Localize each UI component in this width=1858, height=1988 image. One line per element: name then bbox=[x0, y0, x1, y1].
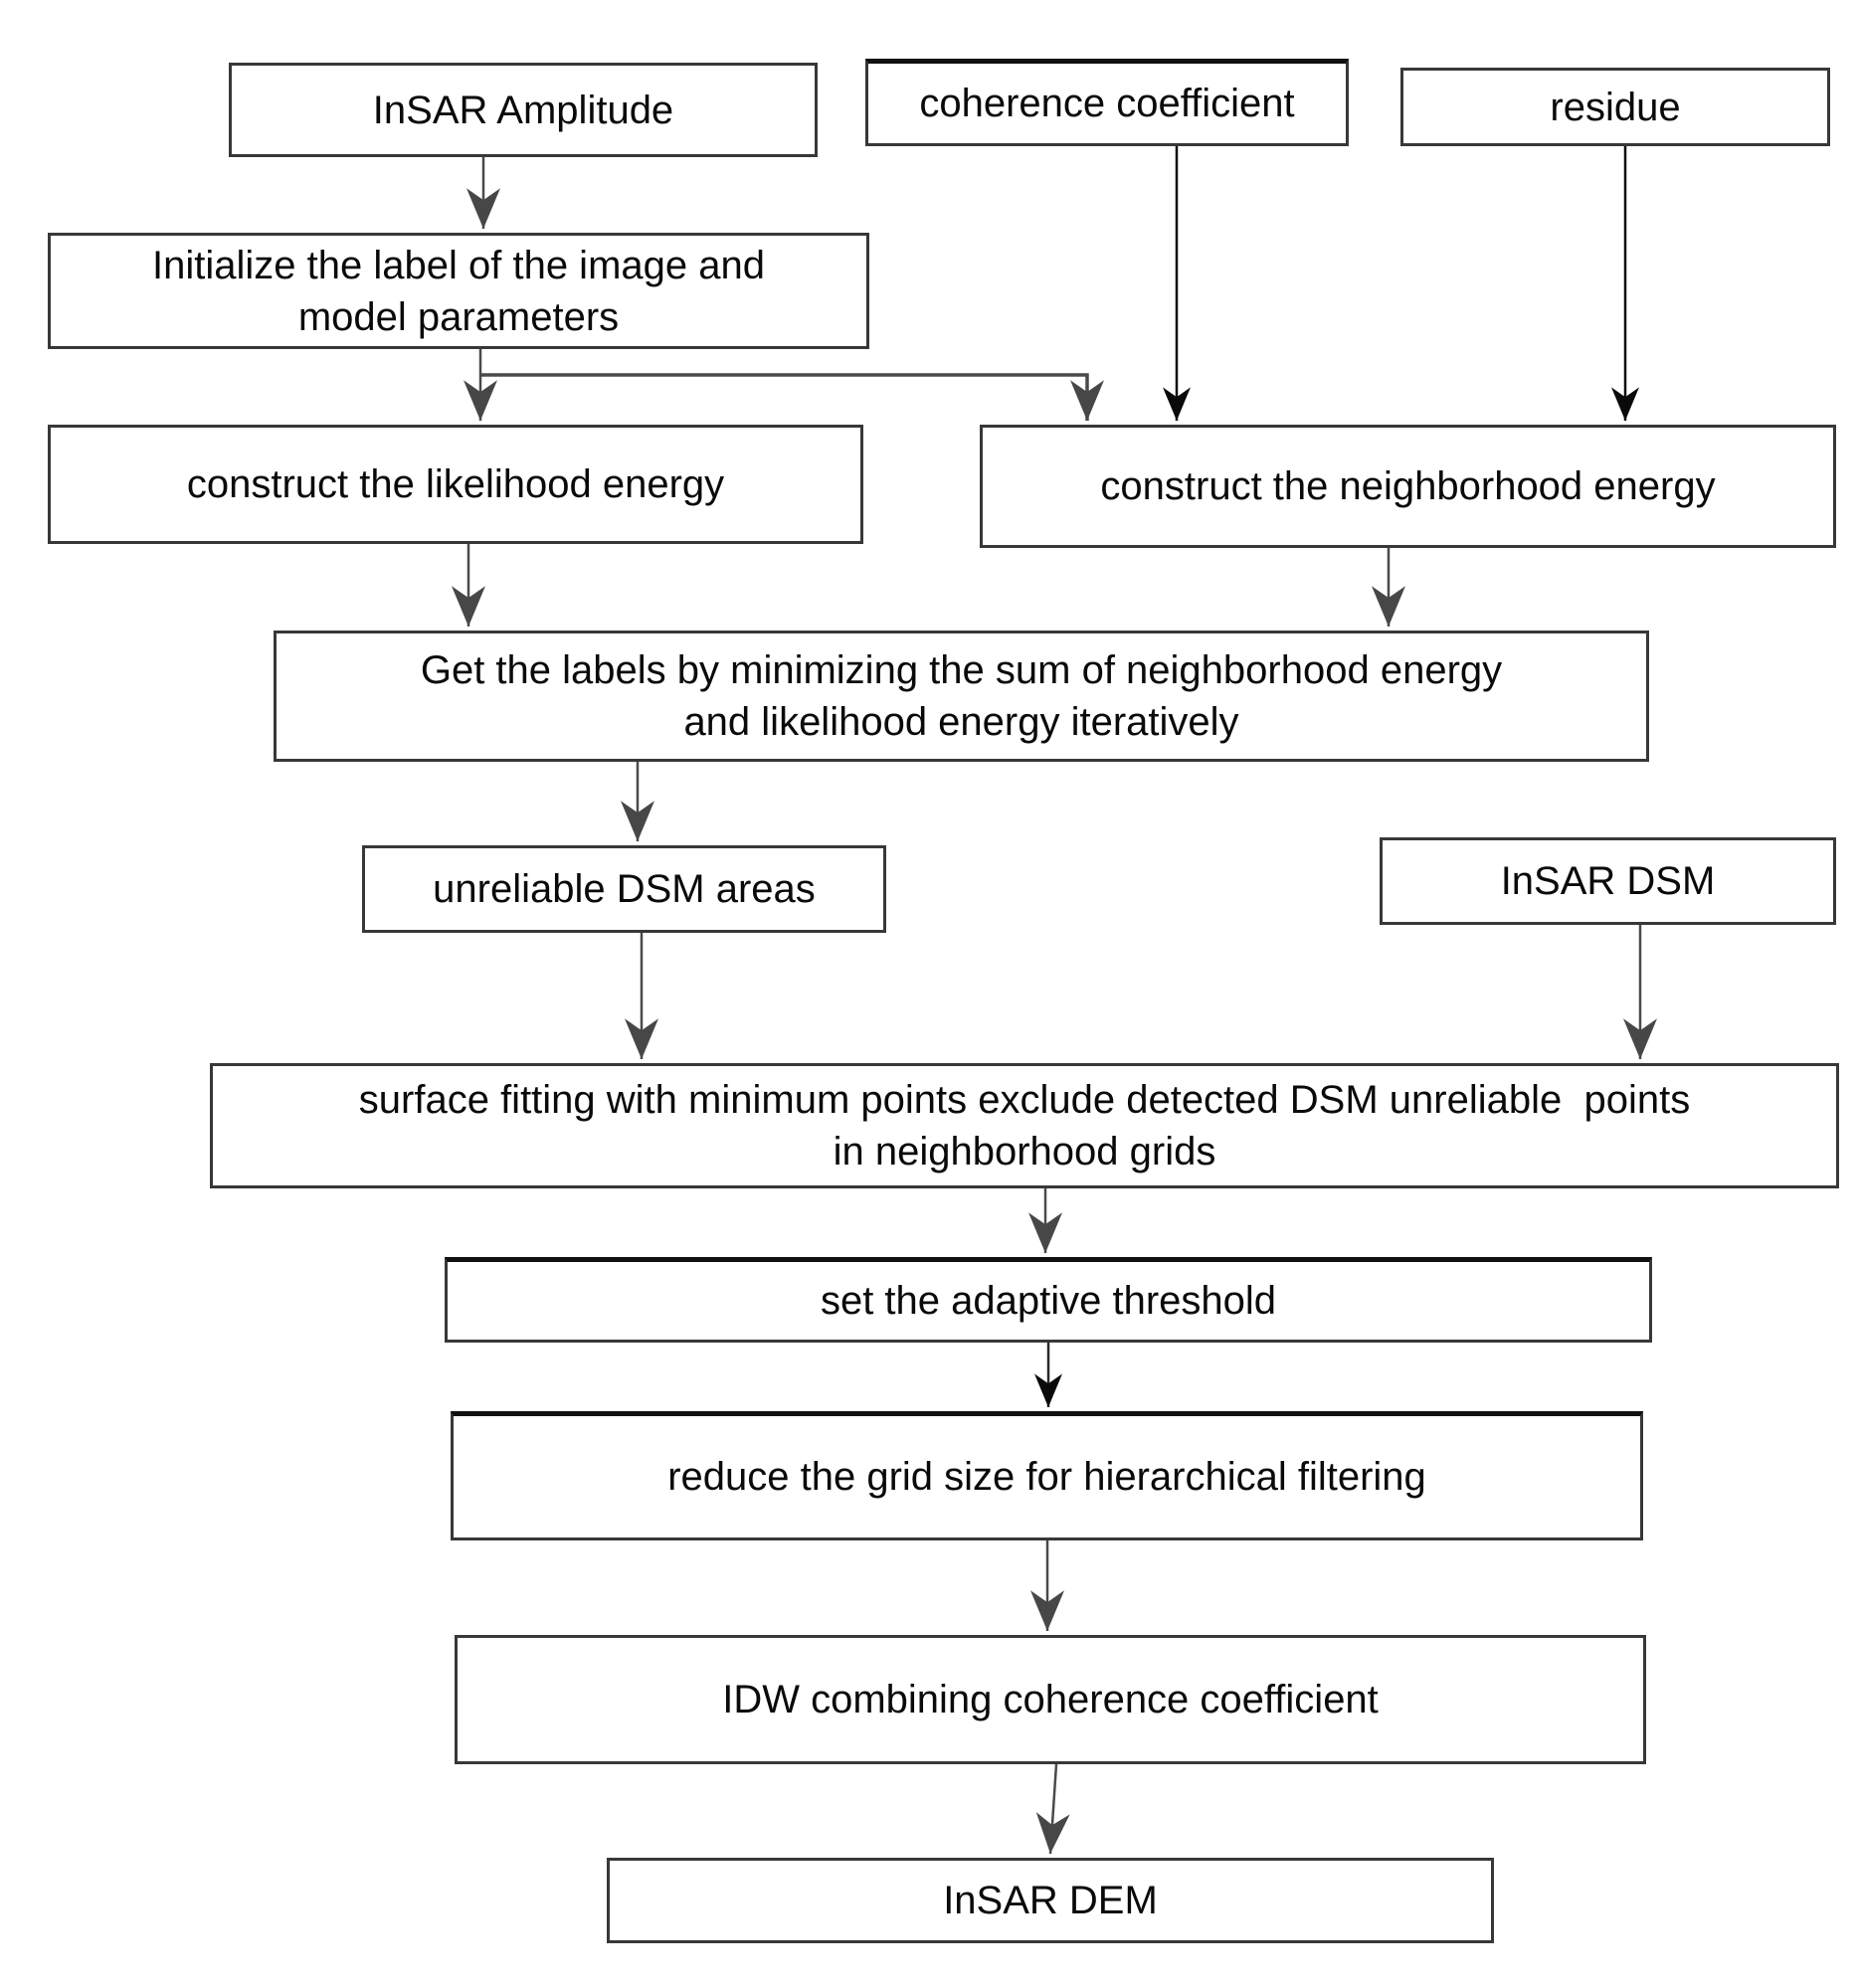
box-coherence-coefficient: coherence coefficient bbox=[865, 59, 1349, 146]
box-insar-amplitude: InSAR Amplitude bbox=[229, 63, 818, 157]
box-get-labels: Get the labels by minimizing the sum of … bbox=[274, 631, 1649, 762]
box-insar-dem: InSAR DEM bbox=[607, 1858, 1494, 1943]
box-neighborhood-energy: construct the neighborhood energy bbox=[980, 425, 1836, 548]
box-likelihood-energy: construct the likelihood energy bbox=[48, 425, 863, 544]
box-initialize-labels: Initialize the label of the image and mo… bbox=[48, 233, 869, 349]
arrow-idw-to-insar-dem bbox=[1035, 1763, 1070, 1855]
arrow-initialize-to-neighborhood bbox=[480, 373, 1104, 422]
box-idw-combining: IDW combining coherence coefficient bbox=[455, 1635, 1646, 1764]
box-reduce-grid-size: reduce the grid size for hierarchical fi… bbox=[451, 1411, 1643, 1540]
box-adaptive-threshold: set the adaptive threshold bbox=[445, 1257, 1652, 1343]
box-unreliable-dsm-areas: unreliable DSM areas bbox=[362, 845, 886, 933]
box-surface-fitting: surface fitting with minimum points excl… bbox=[210, 1063, 1839, 1188]
box-residue: residue bbox=[1400, 68, 1830, 146]
box-insar-dsm: InSAR DSM bbox=[1380, 837, 1836, 925]
